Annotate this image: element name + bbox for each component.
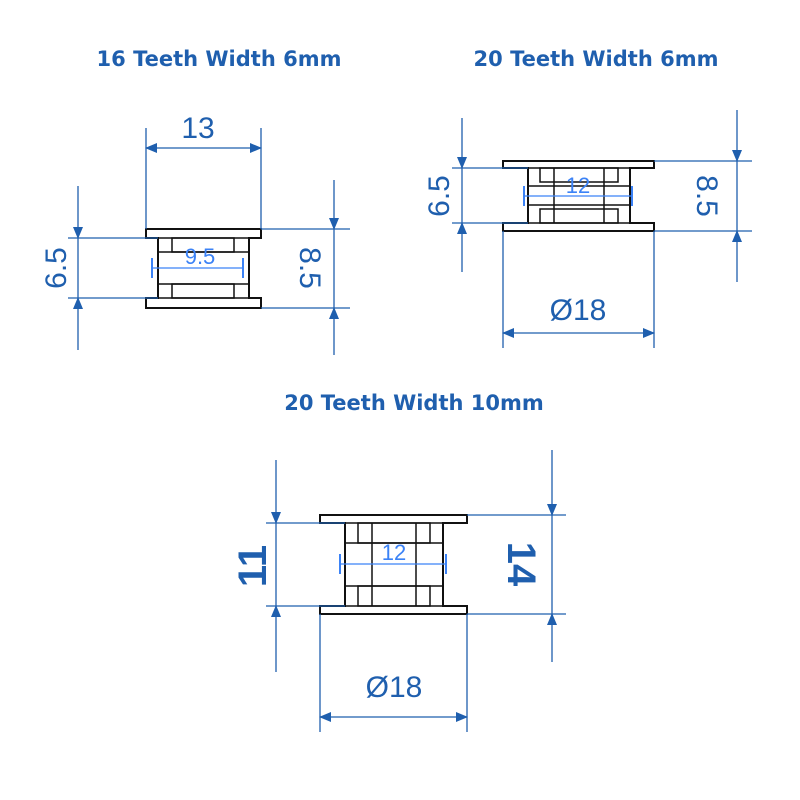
pulley-20t-10mm: 20 Teeth Width 10mm 11 14 [231,391,566,732]
top-width-label: 13 [181,112,214,145]
dimension-left-height: 6.5 [423,118,528,272]
bore-label: 12 [566,173,590,198]
dimension-left-height: 6.5 [40,186,158,350]
diameter-label: Ø18 [366,671,423,704]
left-height-label: 6.5 [40,247,73,289]
dimension-right-height: 8.5 [261,180,350,355]
dimension-left-height: 11 [231,460,345,672]
left-height-label: 11 [231,545,275,587]
dimension-right-height: 14 [467,450,566,662]
diagram-title: 20 Teeth Width 10mm [284,391,544,415]
diagram-title: 16 Teeth Width 6mm [97,47,342,71]
dimension-bore: 9.5 [151,244,244,278]
pulley-16t-6mm: 16 Teeth Width 6mm 13 6.5 [40,47,350,355]
right-height-label: 8.5 [690,175,723,217]
pulley-20t-6mm: 20 Teeth Width 6mm 6.5 8.5 [423,47,752,348]
bore-label: 12 [382,540,406,565]
dimension-bore: 12 [523,173,633,206]
left-height-label: 6.5 [423,175,456,217]
dimension-diameter: Ø18 [319,614,468,732]
bore-label: 9.5 [185,244,216,269]
right-height-label: 8.5 [293,247,326,289]
dimension-right-height: 8.5 [654,110,752,282]
right-height-label: 14 [499,542,543,587]
diagram-title: 20 Teeth Width 6mm [474,47,719,71]
diameter-label: Ø18 [550,294,607,327]
pulley-inner-detail [157,237,250,299]
dimension-top-width: 13 [145,112,262,229]
dimension-diameter: Ø18 [502,231,655,348]
dimension-bore: 12 [339,540,447,574]
